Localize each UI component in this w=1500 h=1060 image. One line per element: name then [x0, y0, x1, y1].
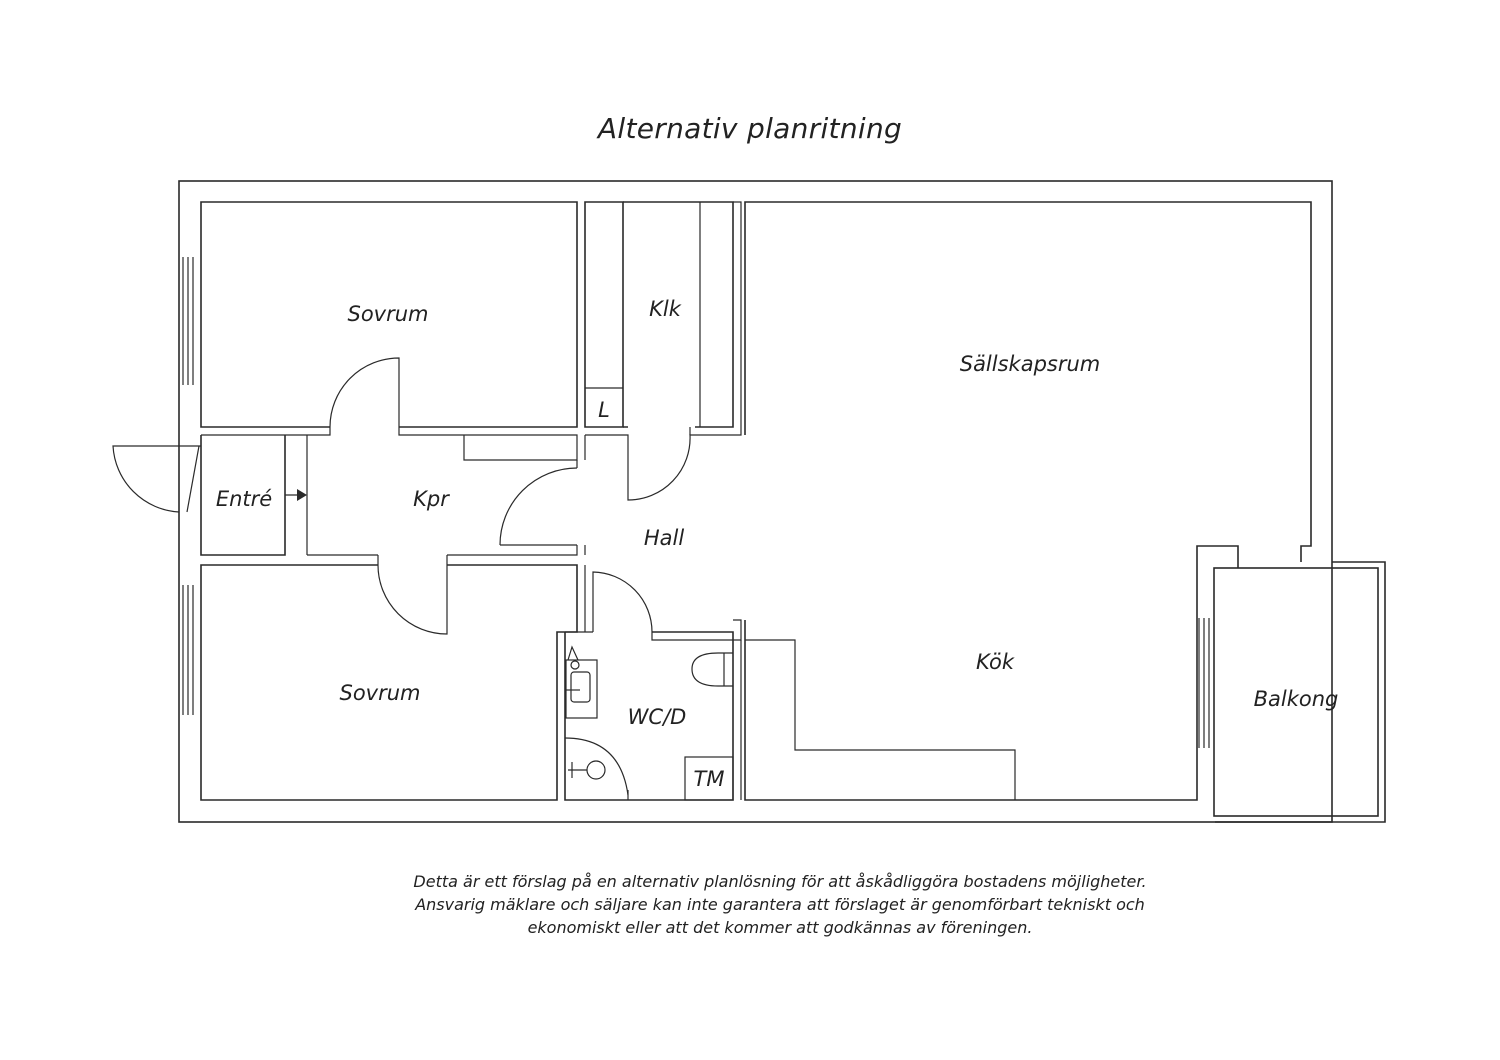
label-sovrum-top: Sovrum — [347, 302, 428, 326]
closet-l — [584, 201, 624, 428]
door-klk — [585, 201, 742, 501]
shower-icon — [564, 737, 629, 800]
label-wc: WC/D — [628, 705, 687, 729]
label-balkong: Balkong — [1254, 687, 1339, 711]
label-klk: Klk — [649, 297, 682, 321]
outer-wall-outline — [178, 180, 1333, 823]
door-kpr-hall — [499, 467, 578, 546]
label-entre: Entré — [216, 487, 272, 511]
balcony-outline — [1215, 561, 1386, 823]
room-sovrum-top — [200, 201, 578, 428]
balcony-inner — [1213, 567, 1379, 817]
label-kpr: Kpr — [413, 487, 450, 511]
label-l: L — [598, 398, 610, 422]
disclaimer-line-1: Detta är ett förslag på en alternativ pl… — [413, 872, 1147, 891]
label-sovrum-bottom: Sovrum — [339, 681, 420, 705]
label-kok: Kök — [976, 650, 1015, 674]
disclaimer-line-3: ekonomiskt eller att det kommer att godk… — [527, 918, 1033, 937]
door-sovrum-bottom — [377, 564, 448, 635]
disclaimer-line-2: Ansvarig mäklare och säljare kan inte ga… — [415, 895, 1145, 914]
label-tm: TM — [694, 767, 725, 791]
window-sovrum-bottom — [182, 585, 194, 715]
window-sovrum-top — [182, 257, 194, 385]
room-klk — [623, 201, 734, 428]
wall-sovrum-top-bottom — [201, 427, 578, 461]
disclaimer: Detta är ett förslag på en alternativ pl… — [300, 870, 1260, 939]
label-hall: Hall — [644, 526, 684, 550]
label-sallskapsrum: Sällskapsrum — [960, 352, 1101, 376]
window-balcony — [1198, 618, 1210, 748]
door-sovrum-top — [329, 357, 400, 428]
room-kok — [744, 545, 1239, 801]
room-sallskapsrum — [744, 201, 1312, 562]
door-wc — [592, 571, 742, 641]
tm-box — [684, 756, 734, 801]
toilet-icon — [691, 652, 733, 687]
kitchen-counter — [745, 639, 1016, 800]
plan-title: Alternativ planritning — [597, 112, 903, 145]
door-entre — [112, 445, 180, 513]
sink-icon — [565, 645, 598, 719]
room-sovrum-bottom — [200, 564, 578, 801]
entre-arrow-head — [297, 489, 307, 501]
